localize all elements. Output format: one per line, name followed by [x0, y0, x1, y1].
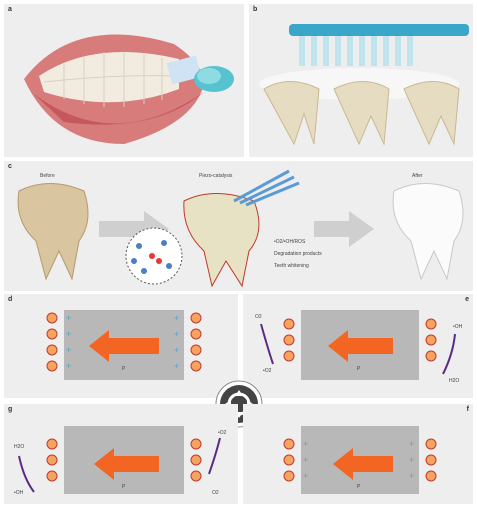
species-h2o: H2O	[14, 444, 24, 450]
piezo-slab-redox-diagram	[4, 404, 238, 504]
panel-c: c Before Piezo-catalysis After •O2/•OH/R…	[4, 161, 473, 291]
panel-g: g H2O •OH •O2 O2 P	[4, 404, 238, 504]
species-o2: O2	[255, 314, 262, 320]
panel-f: f ++++++ P	[243, 404, 473, 504]
panel-e: e O2 •O2 •OH H2O P	[243, 294, 473, 398]
svg-text:+: +	[409, 471, 414, 481]
svg-text:+: +	[303, 439, 308, 449]
species-oh-radical: •OH	[453, 324, 462, 330]
legend-item-ros: •O2/•OH/ROS	[274, 239, 305, 245]
svg-text:+: +	[66, 345, 71, 355]
polarization-label: P	[357, 484, 360, 490]
species-h2o: H2O	[449, 378, 459, 384]
svg-text:+: +	[66, 361, 71, 371]
legend-item-whitening: Teeth whitening	[274, 263, 309, 269]
piezo-slab-redox-diagram	[243, 294, 473, 398]
svg-text:+: +	[303, 455, 308, 465]
svg-text:+: +	[174, 329, 179, 339]
svg-text:+: +	[303, 471, 308, 481]
svg-text:+: +	[174, 345, 179, 355]
species-o2-radical: •O2	[263, 368, 271, 374]
panel-d: d ++++++++ P	[4, 294, 238, 398]
tooth-icon	[4, 161, 473, 291]
polarization-label: P	[357, 366, 360, 372]
species-o2: O2	[212, 490, 219, 496]
panel-b: b	[249, 4, 473, 157]
polarization-label: P	[122, 366, 125, 372]
svg-text:+: +	[174, 361, 179, 371]
piezo-slab-diagram: + + + + + + + +	[4, 294, 238, 398]
polarization-label: P	[122, 484, 125, 490]
species-oh-radical: •OH	[14, 490, 23, 496]
svg-text:+: +	[66, 329, 71, 339]
species-o2-radical: •O2	[218, 430, 226, 436]
svg-text:+: +	[409, 439, 414, 449]
toothbrush-teeth-illustration	[249, 4, 473, 157]
svg-text:+: +	[409, 455, 414, 465]
svg-text:+: +	[66, 313, 71, 323]
legend-item-degradation: Degradation products	[274, 251, 322, 257]
svg-text:+: +	[174, 313, 179, 323]
mouth-icon	[4, 4, 244, 157]
panel-a: a	[4, 4, 244, 157]
